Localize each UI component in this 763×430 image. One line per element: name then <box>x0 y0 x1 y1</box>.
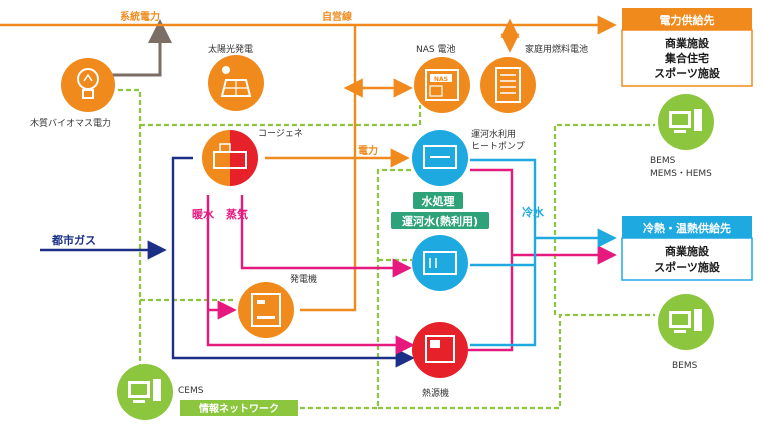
lightbulb-icon <box>61 58 115 112</box>
fuel-cell-icon <box>480 57 536 113</box>
heat-pump-label-1: 運河水利用 <box>471 128 516 140</box>
cogen-node: コージェネ <box>202 128 303 186</box>
heat-supply-box: 冷熱・温熱供給先 商業施設 スポーツ施設 <box>621 216 753 281</box>
chiller-icon <box>412 235 468 291</box>
canal-water-badge: 運河水(熱利用) <box>391 212 489 229</box>
battery-icon <box>414 57 470 113</box>
solar-label: 太陽光発電 <box>208 43 253 55</box>
generator-label: 発電機 <box>290 273 317 285</box>
steam-label: 蒸気 <box>226 207 248 221</box>
biomass-label: 木質バイオマス電力 <box>30 117 111 129</box>
grid-power-label: 系統電力 <box>120 10 160 23</box>
solar-node: 太陽光発電 <box>208 43 264 111</box>
bems-bottom-label: BEMS <box>672 361 698 371</box>
city-gas-label: 都市ガス <box>51 233 96 247</box>
private-line-label: 自営線 <box>322 10 352 23</box>
heat-lines <box>206 168 617 355</box>
water-treatment-badge: 水処理 <box>413 192 463 209</box>
fuel-cell-label: 家庭用燃料電池 <box>525 43 588 55</box>
cems-node: CEMS 情報ネットワーク <box>117 364 298 420</box>
water-treatment-label: 水処理 <box>422 194 455 208</box>
heat-supply-item: 商業施設 <box>665 244 710 258</box>
power-flow-label: 電力 <box>358 144 378 157</box>
cold-water-label: 冷水 <box>522 205 545 219</box>
heat-source-label: 熱源機 <box>422 387 449 399</box>
bems-bottom-node: BEMS <box>658 294 714 371</box>
cold-water-lines <box>470 158 617 347</box>
power-lines <box>0 15 617 312</box>
bems-top-label-1: BEMS <box>650 156 676 166</box>
info-network-label: 情報ネットワーク <box>199 402 279 415</box>
heat-pump-label-2: ヒートポンプ <box>471 141 525 152</box>
info-network-lines <box>118 88 655 410</box>
fuel-cell-node: 家庭用燃料電池 <box>480 43 588 113</box>
bems-top-label-2: MEMS・HEMS <box>650 169 712 179</box>
biomass-to-grid-arrow <box>112 19 172 77</box>
nas-label: NAS 電池 <box>416 43 455 55</box>
power-supply-title: 電力供給先 <box>660 13 715 27</box>
heat-supply-title: 冷熱・温熱供給先 <box>643 221 731 235</box>
cogen-label: コージェネ <box>258 128 303 139</box>
power-supply-box: 電力供給先 商業施設 集合住宅 スポーツ施設 <box>621 8 753 87</box>
power-supply-item: 商業施設 <box>665 36 710 50</box>
heat-supply-item: スポーツ施設 <box>654 260 721 274</box>
city-gas-lines <box>40 156 415 368</box>
heat-source-node: 熱源機 <box>412 322 468 399</box>
power-supply-item: スポーツ施設 <box>654 66 721 80</box>
nas-badge: NAS <box>434 76 448 83</box>
chiller-node <box>412 235 468 291</box>
heat-source-icon <box>412 322 468 378</box>
generator-icon <box>238 282 294 338</box>
hot-water-label: 暖水 <box>192 207 215 221</box>
cogen-icon <box>202 130 230 186</box>
cems-label: CEMS <box>178 386 204 396</box>
bems-top-node: BEMS MEMS・HEMS <box>650 94 714 179</box>
power-supply-item: 集合住宅 <box>664 51 709 65</box>
generator-node: 発電機 <box>238 273 317 338</box>
biomass-node: 木質バイオマス電力 <box>30 58 115 129</box>
heat-pump-node: 運河水利用 ヒートポンプ <box>412 128 525 186</box>
nas-node: NAS 電池 NAS <box>414 43 470 113</box>
canal-water-label: 運河水(熱利用) <box>402 214 478 228</box>
